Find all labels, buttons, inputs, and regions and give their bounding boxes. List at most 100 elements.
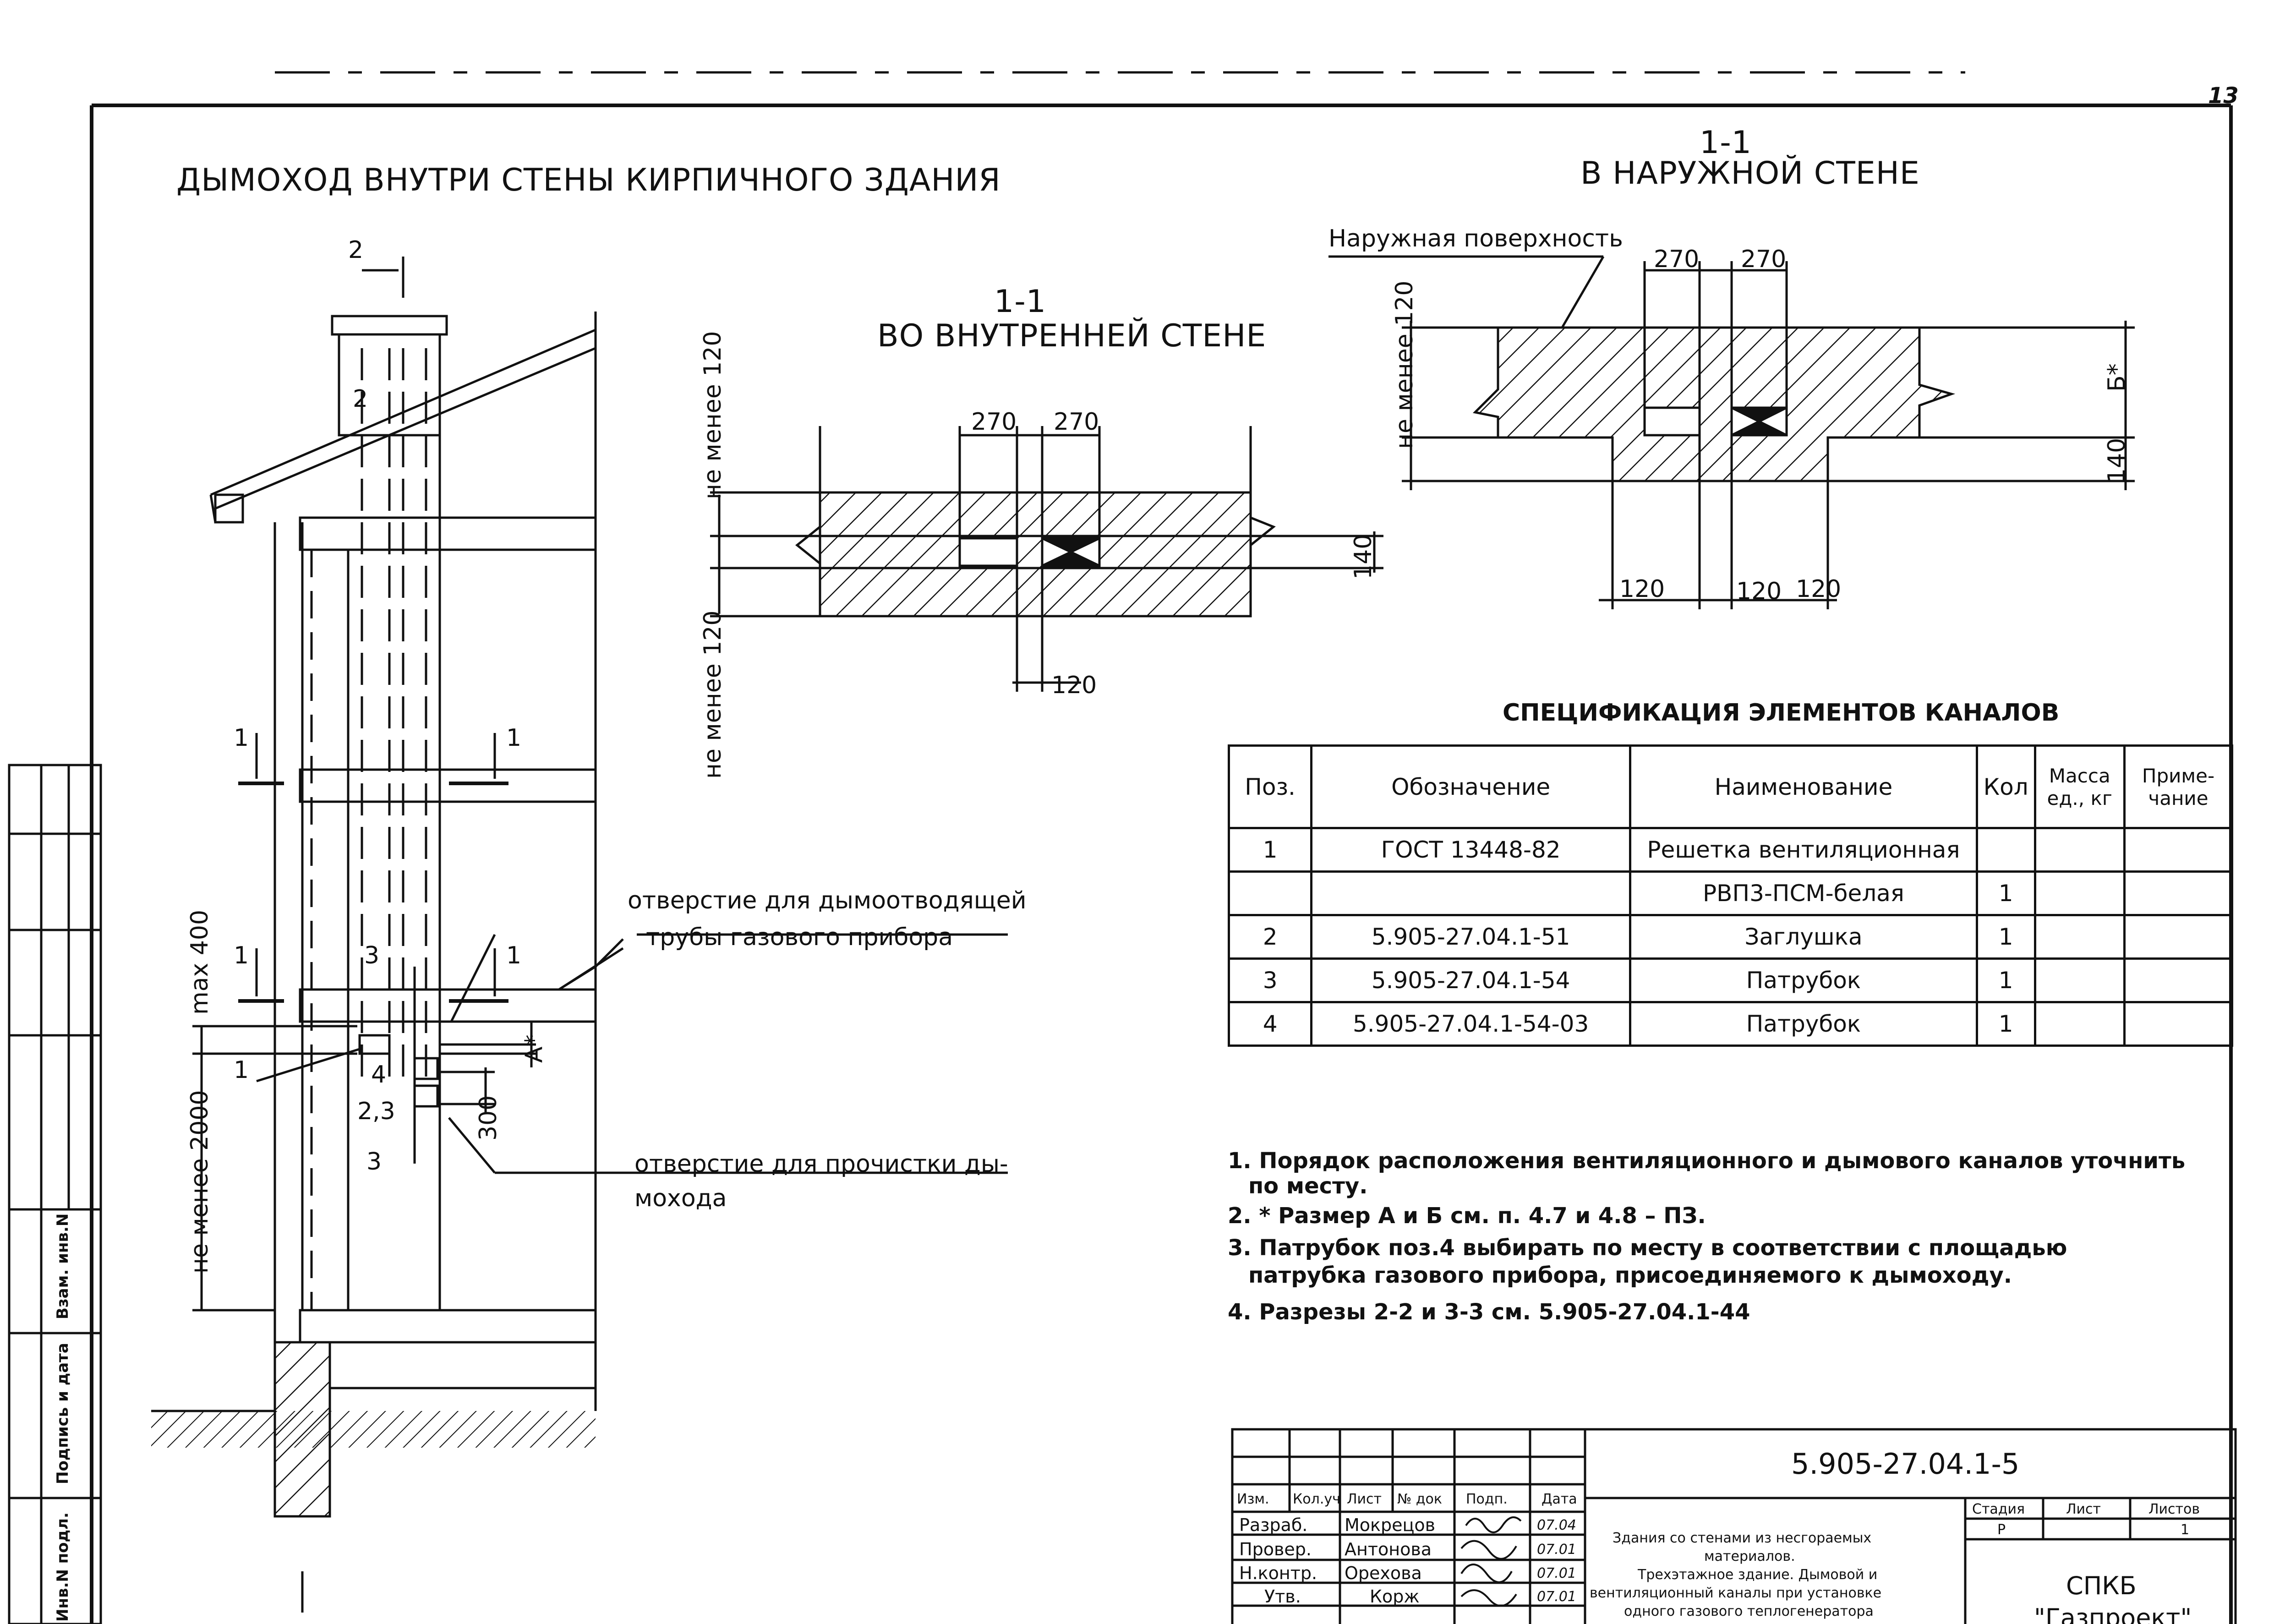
sheet-number: 13	[2208, 83, 2239, 109]
stamp-name-1: Антонова	[1345, 1539, 1432, 1559]
section-outer-wall	[1328, 255, 2135, 609]
stamp-header-kol: Кол.уч	[1293, 1491, 1340, 1507]
stamp-header-doc: № док	[1397, 1491, 1442, 1507]
stamp-role-3: Утв.	[1264, 1586, 1301, 1607]
cut-mark-1-c: 1	[234, 942, 249, 969]
stamp-role-0: Разраб.	[1239, 1515, 1308, 1535]
cut-mark-1-d: 1	[506, 942, 522, 969]
stamp-header-sign: Подп.	[1466, 1491, 1508, 1507]
spec-header-qty: Кол	[1975, 744, 2036, 829]
spec-header-note: Приме-чание	[2123, 744, 2234, 829]
section-outer-title: В НАРУЖНОЙ СТЕНЕ	[1580, 155, 1920, 191]
dim-120-inner: 120	[1051, 672, 1097, 699]
dim-120-o3: 120	[1796, 575, 1842, 603]
dim-140-outer: 140	[2103, 437, 2131, 483]
stamp-sheets-label: Листов	[2148, 1501, 2200, 1517]
section-inner-wall	[710, 426, 1383, 692]
floor-slab-0	[299, 1309, 597, 1344]
stamp-sheets-value: 1	[2181, 1522, 2190, 1538]
side-inv-zam: Взам. инв.N	[54, 1213, 72, 1319]
dim-120-o1: 120	[1619, 575, 1665, 603]
stamp-name-2: Орехова	[1345, 1563, 1422, 1583]
floor-slab-1	[299, 988, 597, 1023]
note-1: 1. Порядок расположения вентиляционного …	[1228, 1148, 2186, 1174]
note-4: 4. Разрезы 2-2 и 3-3 см. 5.905-27.04.1-4…	[1228, 1299, 1750, 1325]
pos-mark-4: 4	[371, 1061, 387, 1088]
dim-140-inner: 140	[1350, 534, 1377, 580]
stamp-desc-0: Здания со стенами из несгораемых	[1613, 1530, 1872, 1546]
section-inner-title: ВО ВНУТРЕННЕЙ СТЕНЕ	[877, 318, 1267, 354]
stamp-date-2: 07.01	[1537, 1565, 1576, 1581]
stamp-date-3: 07.01	[1537, 1589, 1576, 1605]
dim-a-star: А*	[520, 1034, 548, 1063]
pos-mark-2-3: 2,3	[357, 1098, 395, 1125]
callout-clean-line2: мохода	[634, 1185, 727, 1212]
side-strip-lines	[8, 764, 102, 1624]
main-title: ДЫМОХОД ВНУТРИ СТЕНЫ КИРПИЧНОГО ЗДАНИЯ	[176, 162, 1001, 198]
callout-flue-line1: отверстие для дымоотводящей	[628, 887, 1027, 914]
note-3-cont: патрубка газового прибора, присоединяемо…	[1248, 1263, 2012, 1288]
spec-header-name: Наименование	[1629, 744, 1978, 829]
callout-flue-line2: трубы газового прибора	[646, 924, 953, 951]
signature-scribbles	[1460, 1516, 1522, 1607]
dim-min120-outer: не менее 120	[1391, 280, 1418, 449]
dim-270-c: 270	[1654, 246, 1700, 273]
stamp-desc-3: вентиляционный каналы при установке	[1590, 1585, 1882, 1601]
title-block-lines	[1231, 1428, 2237, 1624]
spec-header-designation: Обозначение	[1310, 744, 1632, 829]
dim-b-star: Б*	[2103, 363, 2131, 392]
stamp-header-list: Лист	[1347, 1491, 1382, 1507]
section-inner-num: 1-1	[994, 284, 1047, 320]
org-name-2: "Газпроект"	[2034, 1603, 2192, 1624]
stamp-date-0: 07.04	[1537, 1517, 1576, 1533]
cut-mark-3-top: 3	[364, 942, 380, 969]
dim-max400: max 400	[186, 909, 213, 1015]
spec-header-pos: Поз.	[1227, 744, 1313, 829]
org-name-1: СПКБ	[2066, 1571, 2137, 1600]
note-1-cont: по месту.	[1248, 1173, 1368, 1199]
dim-min120-top: не менее 120	[699, 331, 727, 499]
dim-min2000: не менее 2000	[186, 1090, 213, 1274]
cut-mark-2-inner: 2	[353, 385, 368, 413]
dim-270-d: 270	[1741, 246, 1787, 273]
stamp-role-2: Н.контр.	[1239, 1563, 1317, 1583]
section-outer-num: 1-1	[1700, 125, 1752, 161]
stamp-role-1: Провер.	[1239, 1539, 1312, 1559]
dim-270-a: 270	[971, 408, 1017, 436]
stamp-name-0: Мокрецов	[1345, 1515, 1435, 1535]
dim-300: 300	[475, 1095, 502, 1141]
callout-clean-line1: отверстие для прочистки ды-	[634, 1150, 1008, 1178]
floor-slab-2	[299, 768, 597, 803]
side-inv-podl: Инв.N подл.	[54, 1512, 72, 1622]
floor-slab-3	[299, 516, 597, 551]
stamp-desc-4: одного газового теплогенератора	[1624, 1603, 1874, 1619]
cut-mark-2-top: 2	[348, 236, 364, 264]
dim-120-o2: 120	[1736, 578, 1782, 605]
spec-title: СПЕЦИФИКАЦИЯ ЭЛЕМЕНТОВ КАНАЛОВ	[1503, 699, 2060, 727]
stamp-header-date: Дата	[1542, 1491, 1577, 1507]
stamp-desc-1: материалов.	[1704, 1548, 1795, 1564]
note-2: 2. * Размер А и Б см. п. 4.7 и 4.8 – ПЗ.	[1228, 1203, 1706, 1229]
cut-mark-3-bottom: 3	[366, 1148, 382, 1176]
cut-mark-1-b: 1	[506, 724, 522, 752]
note-3: 3. Патрубок поз.4 выбирать по месту в со…	[1228, 1235, 2067, 1261]
stamp-name-3: Корж	[1370, 1586, 1420, 1607]
stamp-header-izm: Изм.	[1237, 1491, 1269, 1507]
stamp-stage-label: Стадия	[1972, 1501, 2025, 1517]
pos-mark-1: 1	[234, 1056, 249, 1084]
stamp-date-1: 07.01	[1537, 1542, 1576, 1558]
dim-270-b: 270	[1054, 408, 1099, 436]
cut-mark-1-a: 1	[234, 724, 249, 752]
stamp-sheet-label: Лист	[2066, 1501, 2101, 1517]
side-sign-date: Подпись и дата	[54, 1343, 72, 1484]
dim-min120-bottom: не менее 120	[699, 610, 727, 779]
